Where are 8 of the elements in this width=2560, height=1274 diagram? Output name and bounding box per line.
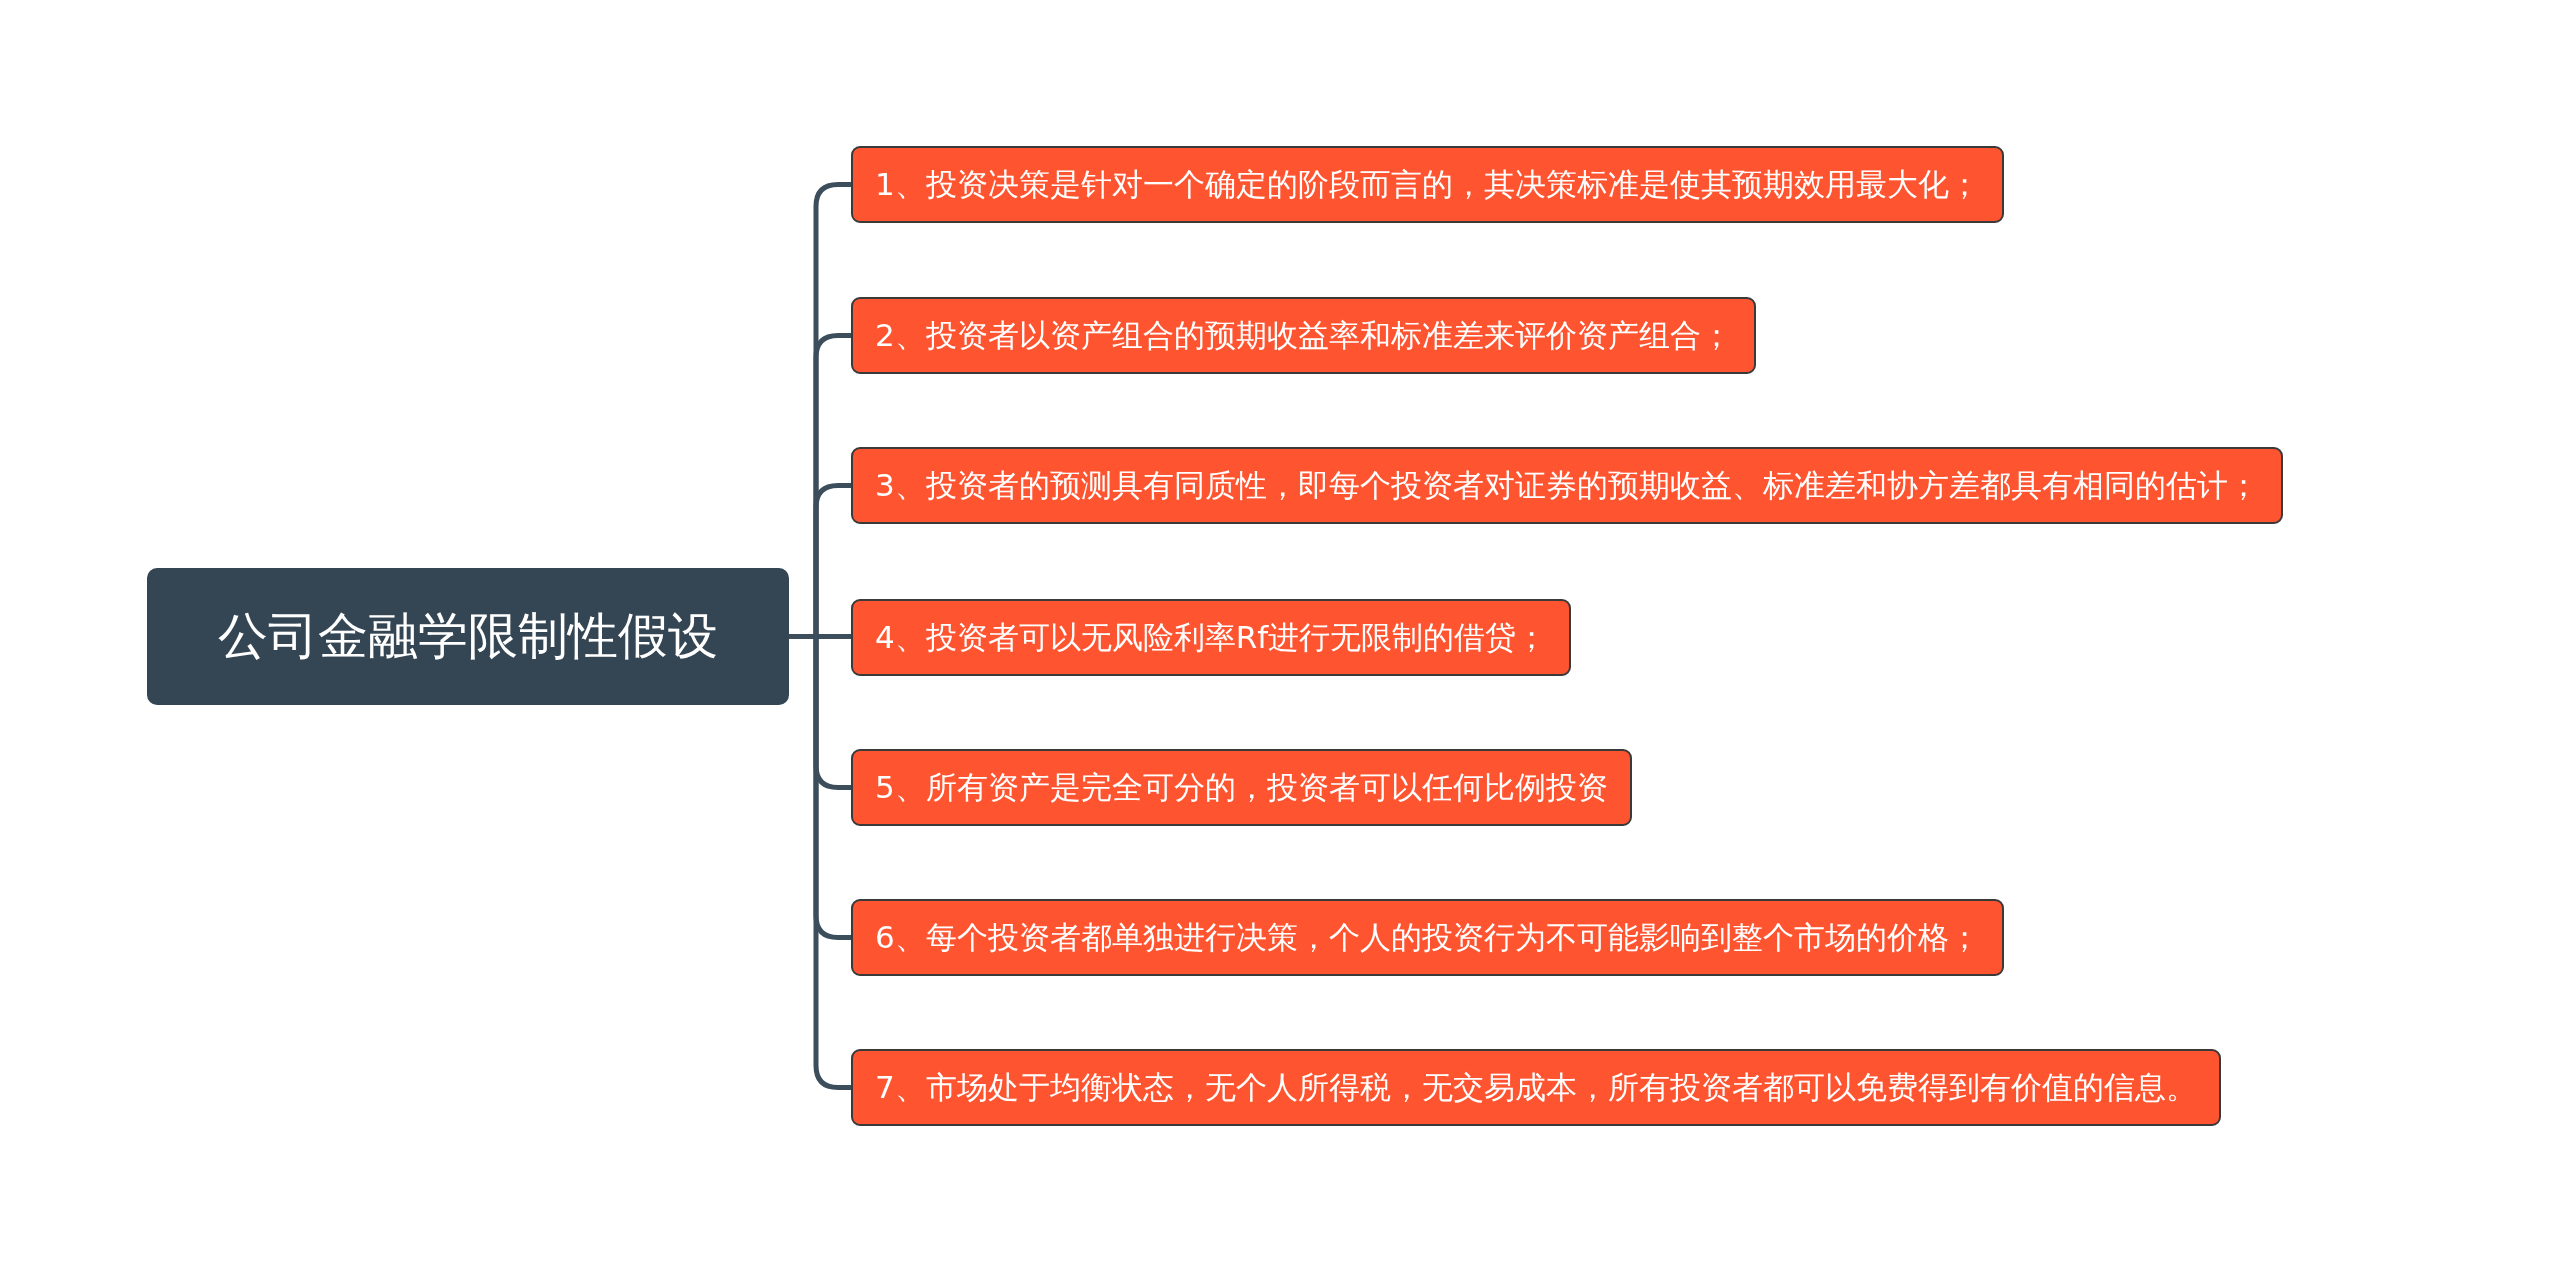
branch-box: 5、所有资产是完全可分的，投资者可以任何比例投资 (851, 749, 1632, 826)
topic-box: 公司金融学限制性假设 (147, 568, 789, 705)
branch-box: 1、投资决策是针对一个确定的阶段而言的，其决策标准是使其预期效用最大化； (851, 146, 2004, 223)
branch-box: 4、投资者可以无风险利率Rf进行无限制的借贷； (851, 599, 1572, 676)
branch-box: 2、投资者以资产组合的预期收益率和标准差来评价资产组合； (851, 297, 1756, 374)
branch-box: 6、每个投资者都单独进行决策，个人的投资行为不可能影响到整个市场的价格； (851, 899, 2004, 976)
branch-box: 3、投资者的预测具有同质性，即每个投资者对证券的预期收益、标准差和协方差都具有相同的估计； (851, 447, 2283, 524)
branch-box: 7、市场处于均衡状态，无个人所得税，无交易成本，所有投资者都可以免费得到有价值的信息。 (851, 1049, 2221, 1126)
